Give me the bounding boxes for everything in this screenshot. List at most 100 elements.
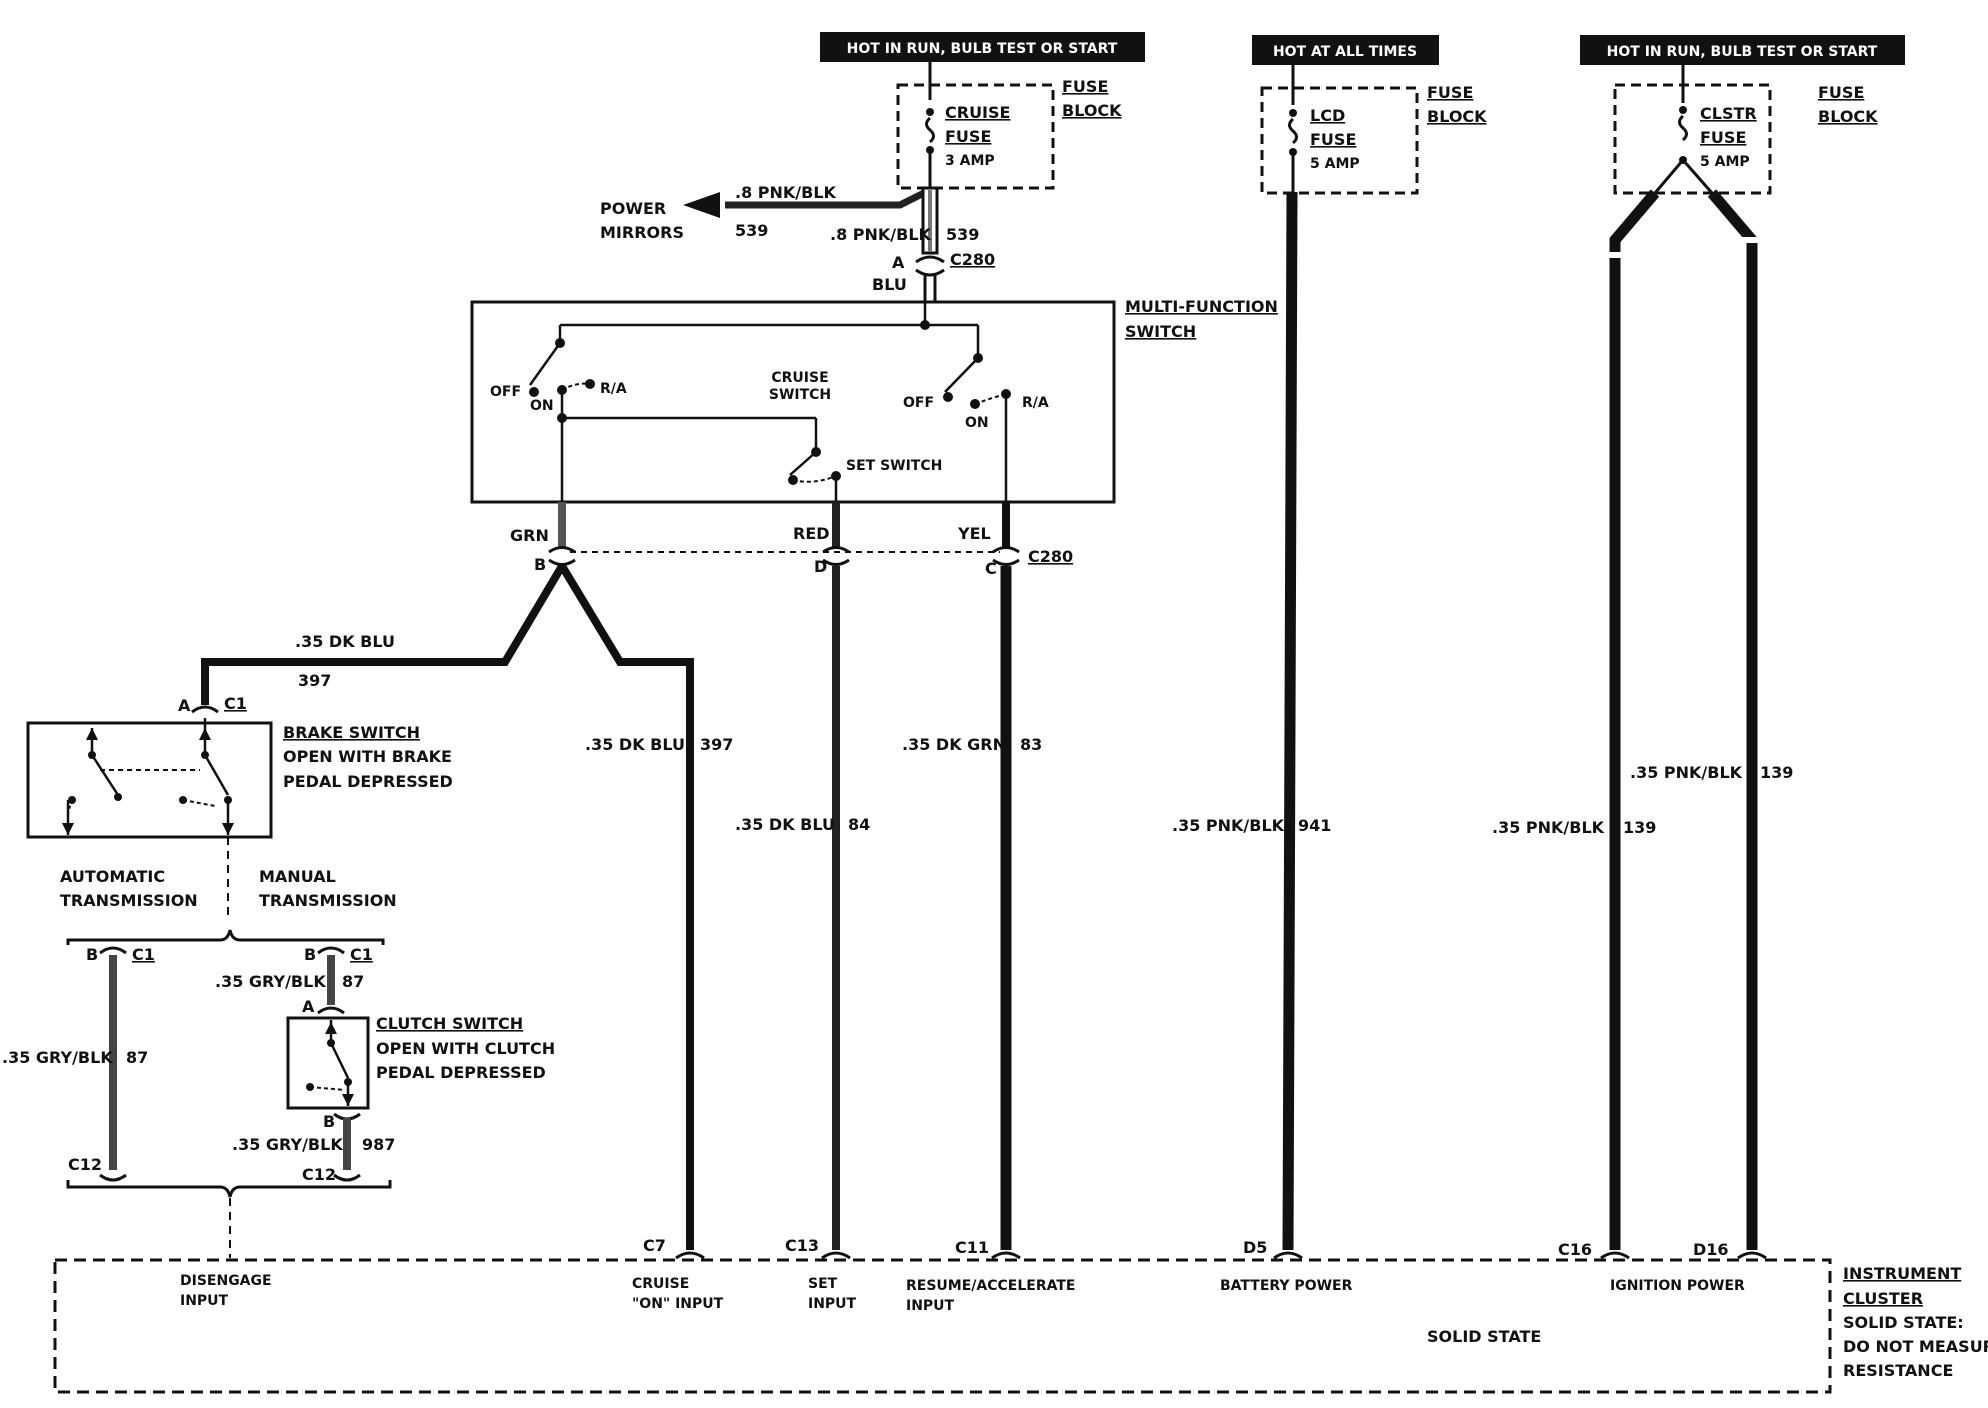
wire-84-color: .35 DK BLU — [735, 815, 835, 834]
c1-lower: B C1 B C1 — [86, 945, 373, 964]
wire-87a-color: .35 GRY/BLK — [2, 1048, 113, 1067]
man-trans-1: MANUAL — [259, 867, 336, 886]
wire-941: .35 PNK/BLK 941 — [1172, 152, 1331, 1251]
instrument-cluster-title-2: CLUSTER — [1843, 1289, 1923, 1308]
c280-top-connector: A C280 BLU — [872, 250, 995, 302]
power-mirrors-circuit: 539 — [735, 221, 768, 240]
brace-upper — [66, 929, 385, 945]
fuse-block-3-label-1: FUSE — [1818, 83, 1864, 102]
c280-top-name: C280 — [950, 250, 995, 269]
fuse-lcd-name-2: FUSE — [1310, 130, 1356, 149]
man-trans-2: TRANSMISSION — [259, 891, 397, 910]
cluster-c7: C7 — [643, 1236, 666, 1255]
wire-397-circuit: 397 — [700, 735, 733, 754]
cruise-on-input-2: "ON" INPUT — [632, 1296, 724, 1312]
wire-397-color: .35 DK BLU — [585, 735, 685, 754]
cluster-d16: D16 — [1693, 1240, 1729, 1259]
clutch-pin-b: B — [323, 1112, 335, 1131]
set-input-2: INPUT — [808, 1296, 857, 1312]
fuse-block-1-label-2: BLOCK — [1062, 101, 1122, 120]
wire-987: .35 GRY/BLK 987 — [232, 1118, 395, 1170]
instrument-cluster-note-3: RESISTANCE — [1843, 1361, 1953, 1380]
c12-connectors: C12 C12 — [66, 1155, 392, 1258]
wire-83-color: .35 DK GRN — [902, 735, 1006, 754]
solid-state-label: SOLID STATE — [1427, 1327, 1541, 1346]
c12-right: C12 — [302, 1165, 336, 1184]
fuse-cruise-rating: 3 AMP — [945, 153, 995, 169]
wire-139b-circuit: 139 — [1760, 763, 1793, 782]
c280-pin-b: B — [534, 555, 546, 574]
c280-grn: GRN — [510, 526, 549, 545]
wire-987-color: .35 GRY/BLK — [232, 1135, 343, 1154]
wire-87b-circuit: 87 — [342, 972, 364, 991]
ignition-power-label: IGNITION POWER — [1610, 1278, 1745, 1294]
clutch-pin-a: A — [302, 997, 315, 1016]
power-source-3-label: HOT IN RUN, BULB TEST OR START — [1607, 44, 1878, 60]
brake-switch-line3: PEDAL DEPRESSED — [283, 772, 453, 791]
brake-switch: A C1 BRAKE SWITCH OPEN WITH BRAKE PEDAL … — [26, 694, 453, 920]
fuse-cruise-name-2: FUSE — [945, 127, 991, 146]
clutch-switch-line2: OPEN WITH CLUTCH — [376, 1039, 555, 1058]
power-source-3: HOT IN RUN, BULB TEST OR START — [1580, 35, 1905, 65]
fuse-cruise-name-1: CRUISE — [945, 103, 1010, 122]
fuse-clstr-rating: 5 AMP — [1700, 154, 1750, 170]
wire-941-circuit: 941 — [1298, 816, 1331, 835]
auto-trans-2: TRANSMISSION — [60, 891, 198, 910]
battery-power-label: BATTERY POWER — [1220, 1278, 1353, 1294]
mfs-off-right: OFF — [903, 395, 934, 411]
fuse-lcd-name-1: LCD — [1310, 106, 1345, 125]
c1-lower-conn-left: C1 — [132, 945, 155, 964]
c280-bottom-connector: GRN RED YEL B D C C280 — [510, 502, 1073, 578]
wire-397-top-circuit: 397 — [298, 671, 331, 690]
fuse-block-lcd: LCD FUSE 5 AMP FUSE BLOCK — [1260, 65, 1487, 195]
wire-539: .8 PNK/BLK 539 — [830, 186, 979, 255]
clutch-switch: A CLUTCH SWITCH OPEN WITH CLUTCH PEDAL D… — [286, 997, 555, 1131]
cruise-on-input-1: CRUISE — [632, 1276, 689, 1292]
multi-function-switch: MULTI-FUNCTION SWITCH OFF ON R/A CRUISE … — [470, 297, 1278, 504]
power-source-2-label: HOT AT ALL TIMES — [1273, 44, 1417, 60]
disengage-input-2: INPUT — [180, 1293, 229, 1309]
wire-397-top-color: .35 DK BLU — [295, 632, 395, 651]
wire-139: .35 PNK/BLK 139 .35 PNK/BLK 139 — [1492, 159, 1793, 1250]
wire-87a-circuit: 87 — [126, 1048, 148, 1067]
power-mirrors-label-1: POWER — [600, 199, 666, 218]
instrument-cluster-note-1: SOLID STATE: — [1843, 1313, 1964, 1332]
c280-red: RED — [793, 524, 830, 543]
clutch-switch-title: CLUTCH SWITCH — [376, 1014, 523, 1033]
brake-pin-a: A — [178, 696, 191, 715]
clutch-switch-line3: PEDAL DEPRESSED — [376, 1063, 546, 1082]
c280-pin-d: D — [814, 557, 827, 576]
power-mirrors-wire-label: .8 PNK/BLK — [735, 183, 837, 202]
brake-switch-line2: OPEN WITH BRAKE — [283, 747, 452, 766]
c280-bottom-name: C280 — [1028, 547, 1073, 566]
fuse-block-2-label-1: FUSE — [1427, 83, 1473, 102]
transmission-labels: AUTOMATIC TRANSMISSION MANUAL TRANSMISSI… — [60, 867, 397, 910]
fuse-block-1-label-1: FUSE — [1062, 77, 1108, 96]
cluster-d5: D5 — [1243, 1238, 1267, 1257]
resume-input-2: INPUT — [906, 1298, 955, 1314]
cruise-switch-label-1: CRUISE — [771, 370, 828, 386]
set-input-1: SET — [808, 1276, 838, 1292]
instrument-cluster: C7 C13 C11 D5 C16 D16 DISENGAGE INPUT CR… — [53, 1236, 1988, 1394]
wire-987-circuit: 987 — [362, 1135, 395, 1154]
cluster-c11: C11 — [955, 1238, 989, 1257]
power-source-2: HOT AT ALL TIMES — [1252, 35, 1439, 65]
c280-top-color: BLU — [872, 275, 907, 294]
fuse-block-clstr: CLSTR FUSE 5 AMP FUSE BLOCK — [1613, 65, 1878, 195]
c280-pin-c: C — [985, 559, 997, 578]
wire-84: .35 DK BLU 84 — [735, 566, 870, 1250]
power-source-1: HOT IN RUN, BULB TEST OR START — [820, 32, 1145, 62]
brake-switch-title: BRAKE SWITCH — [283, 723, 420, 742]
wire-84-circuit: 84 — [848, 815, 870, 834]
power-source-1-label: HOT IN RUN, BULB TEST OR START — [847, 41, 1118, 57]
c280-top-pin: A — [892, 253, 905, 272]
mfs-off-left: OFF — [490, 384, 521, 400]
fuse-block-2-label-2: BLOCK — [1427, 107, 1487, 126]
c12-left: C12 — [68, 1155, 102, 1174]
disengage-input-1: DISENGAGE — [180, 1273, 272, 1289]
mfs-on-right: ON — [965, 415, 989, 431]
mfs-ra-right: R/A — [1022, 395, 1049, 411]
set-switch-label: SET SWITCH — [846, 458, 942, 474]
wire-83: .35 DK GRN 83 — [902, 566, 1042, 1250]
